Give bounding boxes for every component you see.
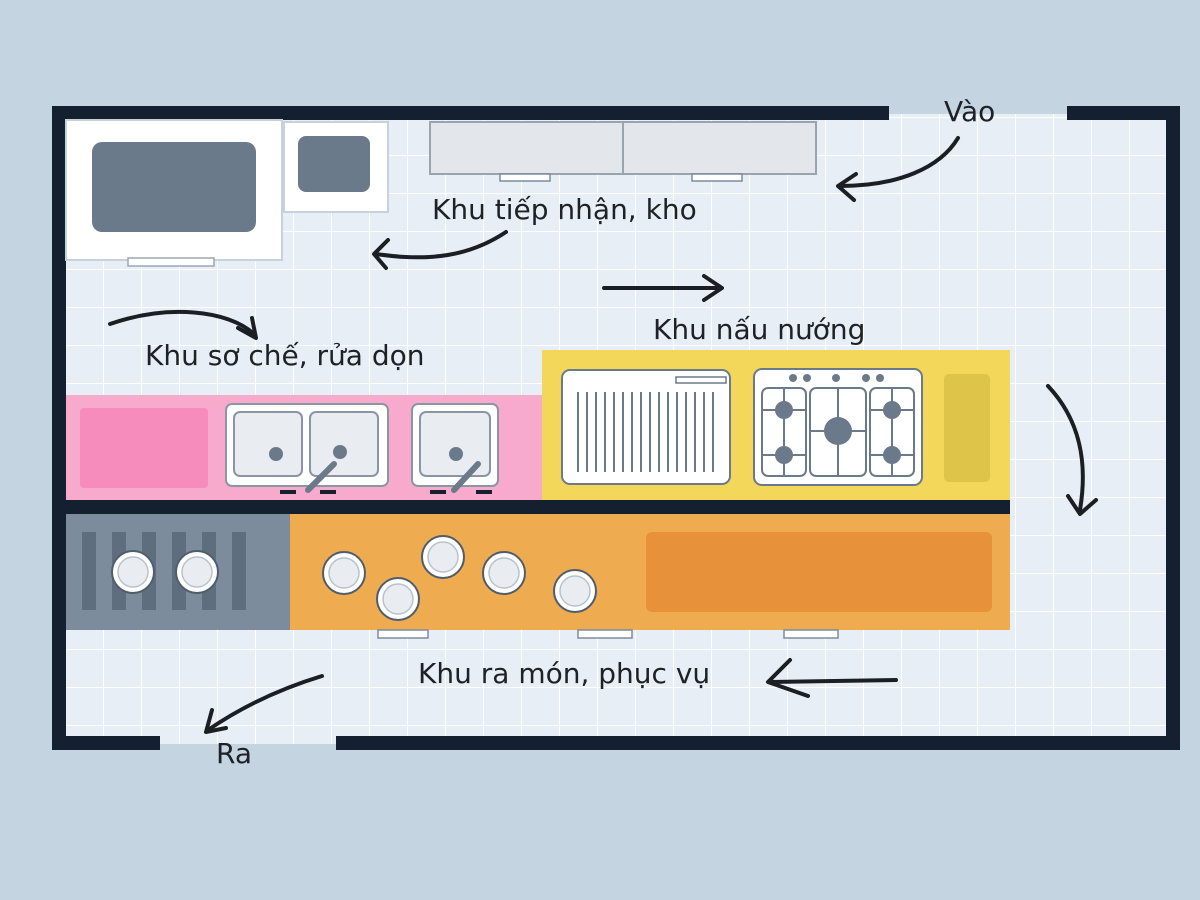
storage-shelves: [429, 121, 817, 182]
arrow-receiving-left: [372, 230, 508, 270]
arrow-serving-left: [766, 658, 898, 698]
griddle: [561, 369, 731, 485]
walls: [52, 106, 1180, 750]
prep-wash-counter: [66, 395, 542, 500]
gas-stove: [753, 368, 923, 486]
label-serving-zone: Khu ra món, phục vụ: [418, 657, 711, 690]
label-entrance: Vào: [944, 95, 996, 128]
arrow-cooking-down: [1046, 384, 1098, 516]
label-prep-wash-zone: Khu sơ chế, rửa dọn: [145, 339, 425, 372]
label-exit: Ra: [216, 737, 252, 770]
dish-rack: [66, 514, 290, 630]
storage-freezer: [65, 119, 283, 267]
serving-counter: [290, 514, 1010, 639]
label-receiving-storage: Khu tiếp nhận, kho: [432, 193, 697, 226]
storage-small-unit: [283, 121, 389, 213]
counter-divider: [66, 500, 1010, 514]
arrow-to-cooking: [602, 274, 724, 302]
arrow-to-prep: [108, 310, 258, 340]
arrow-entrance: [836, 136, 960, 202]
arrow-exit: [204, 674, 324, 734]
label-cooking-zone: Khu nấu nướng: [653, 313, 866, 346]
